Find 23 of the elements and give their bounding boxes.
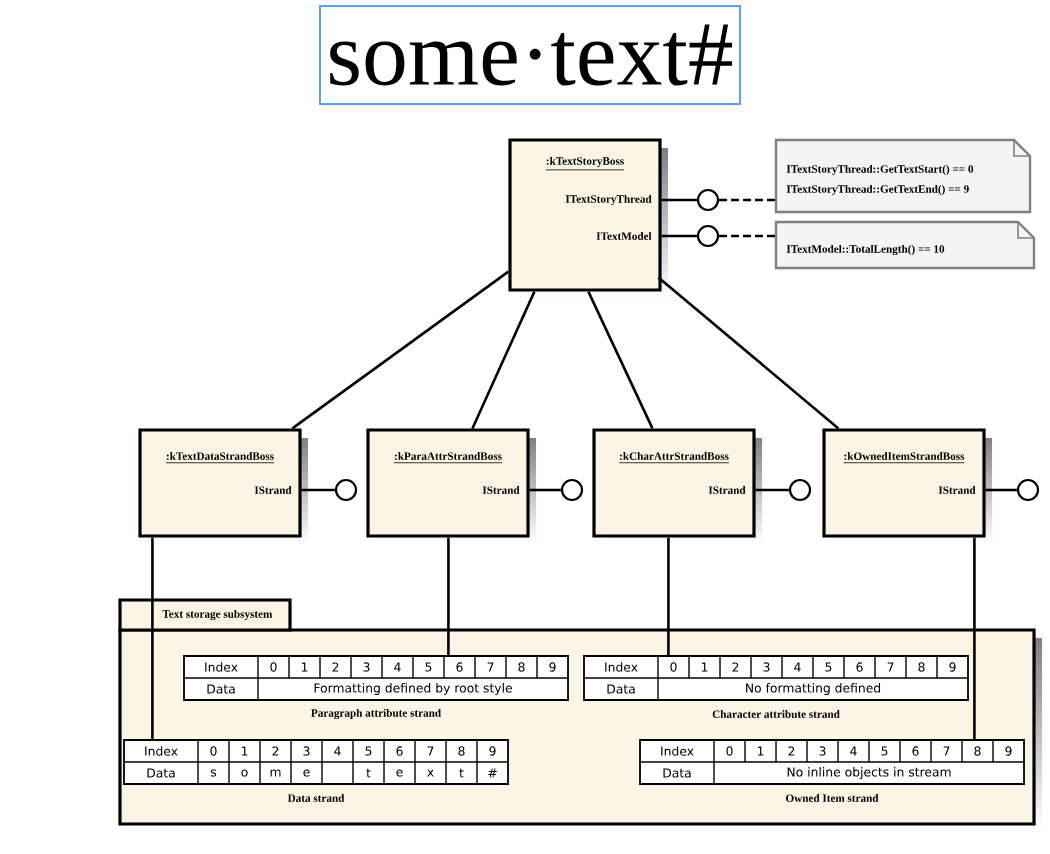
title-box: some·text#: [319, 5, 741, 105]
connector-line: [661, 198, 697, 202]
connector-line: [719, 234, 776, 238]
connector-line: [447, 537, 450, 656]
connector-line: [755, 488, 789, 492]
connector-line: [667, 537, 670, 656]
connector-line: [719, 198, 776, 202]
connector-line: [301, 488, 335, 492]
connector-line: [985, 488, 1017, 492]
connector-line: [471, 291, 536, 429]
connector-line: [151, 537, 154, 740]
connector-line: [587, 291, 654, 429]
interface-circle: [788, 478, 812, 502]
connector-line: [529, 488, 561, 492]
interface-circle: [1016, 478, 1040, 502]
connector-line: [657, 276, 840, 430]
interface-circle: [696, 188, 720, 212]
connector-line: [661, 234, 697, 238]
interface-circle: [560, 478, 584, 502]
interface-circle: [334, 478, 358, 502]
connector-line: [973, 537, 976, 740]
connector-line: [291, 270, 510, 430]
interface-circle: [696, 224, 720, 248]
